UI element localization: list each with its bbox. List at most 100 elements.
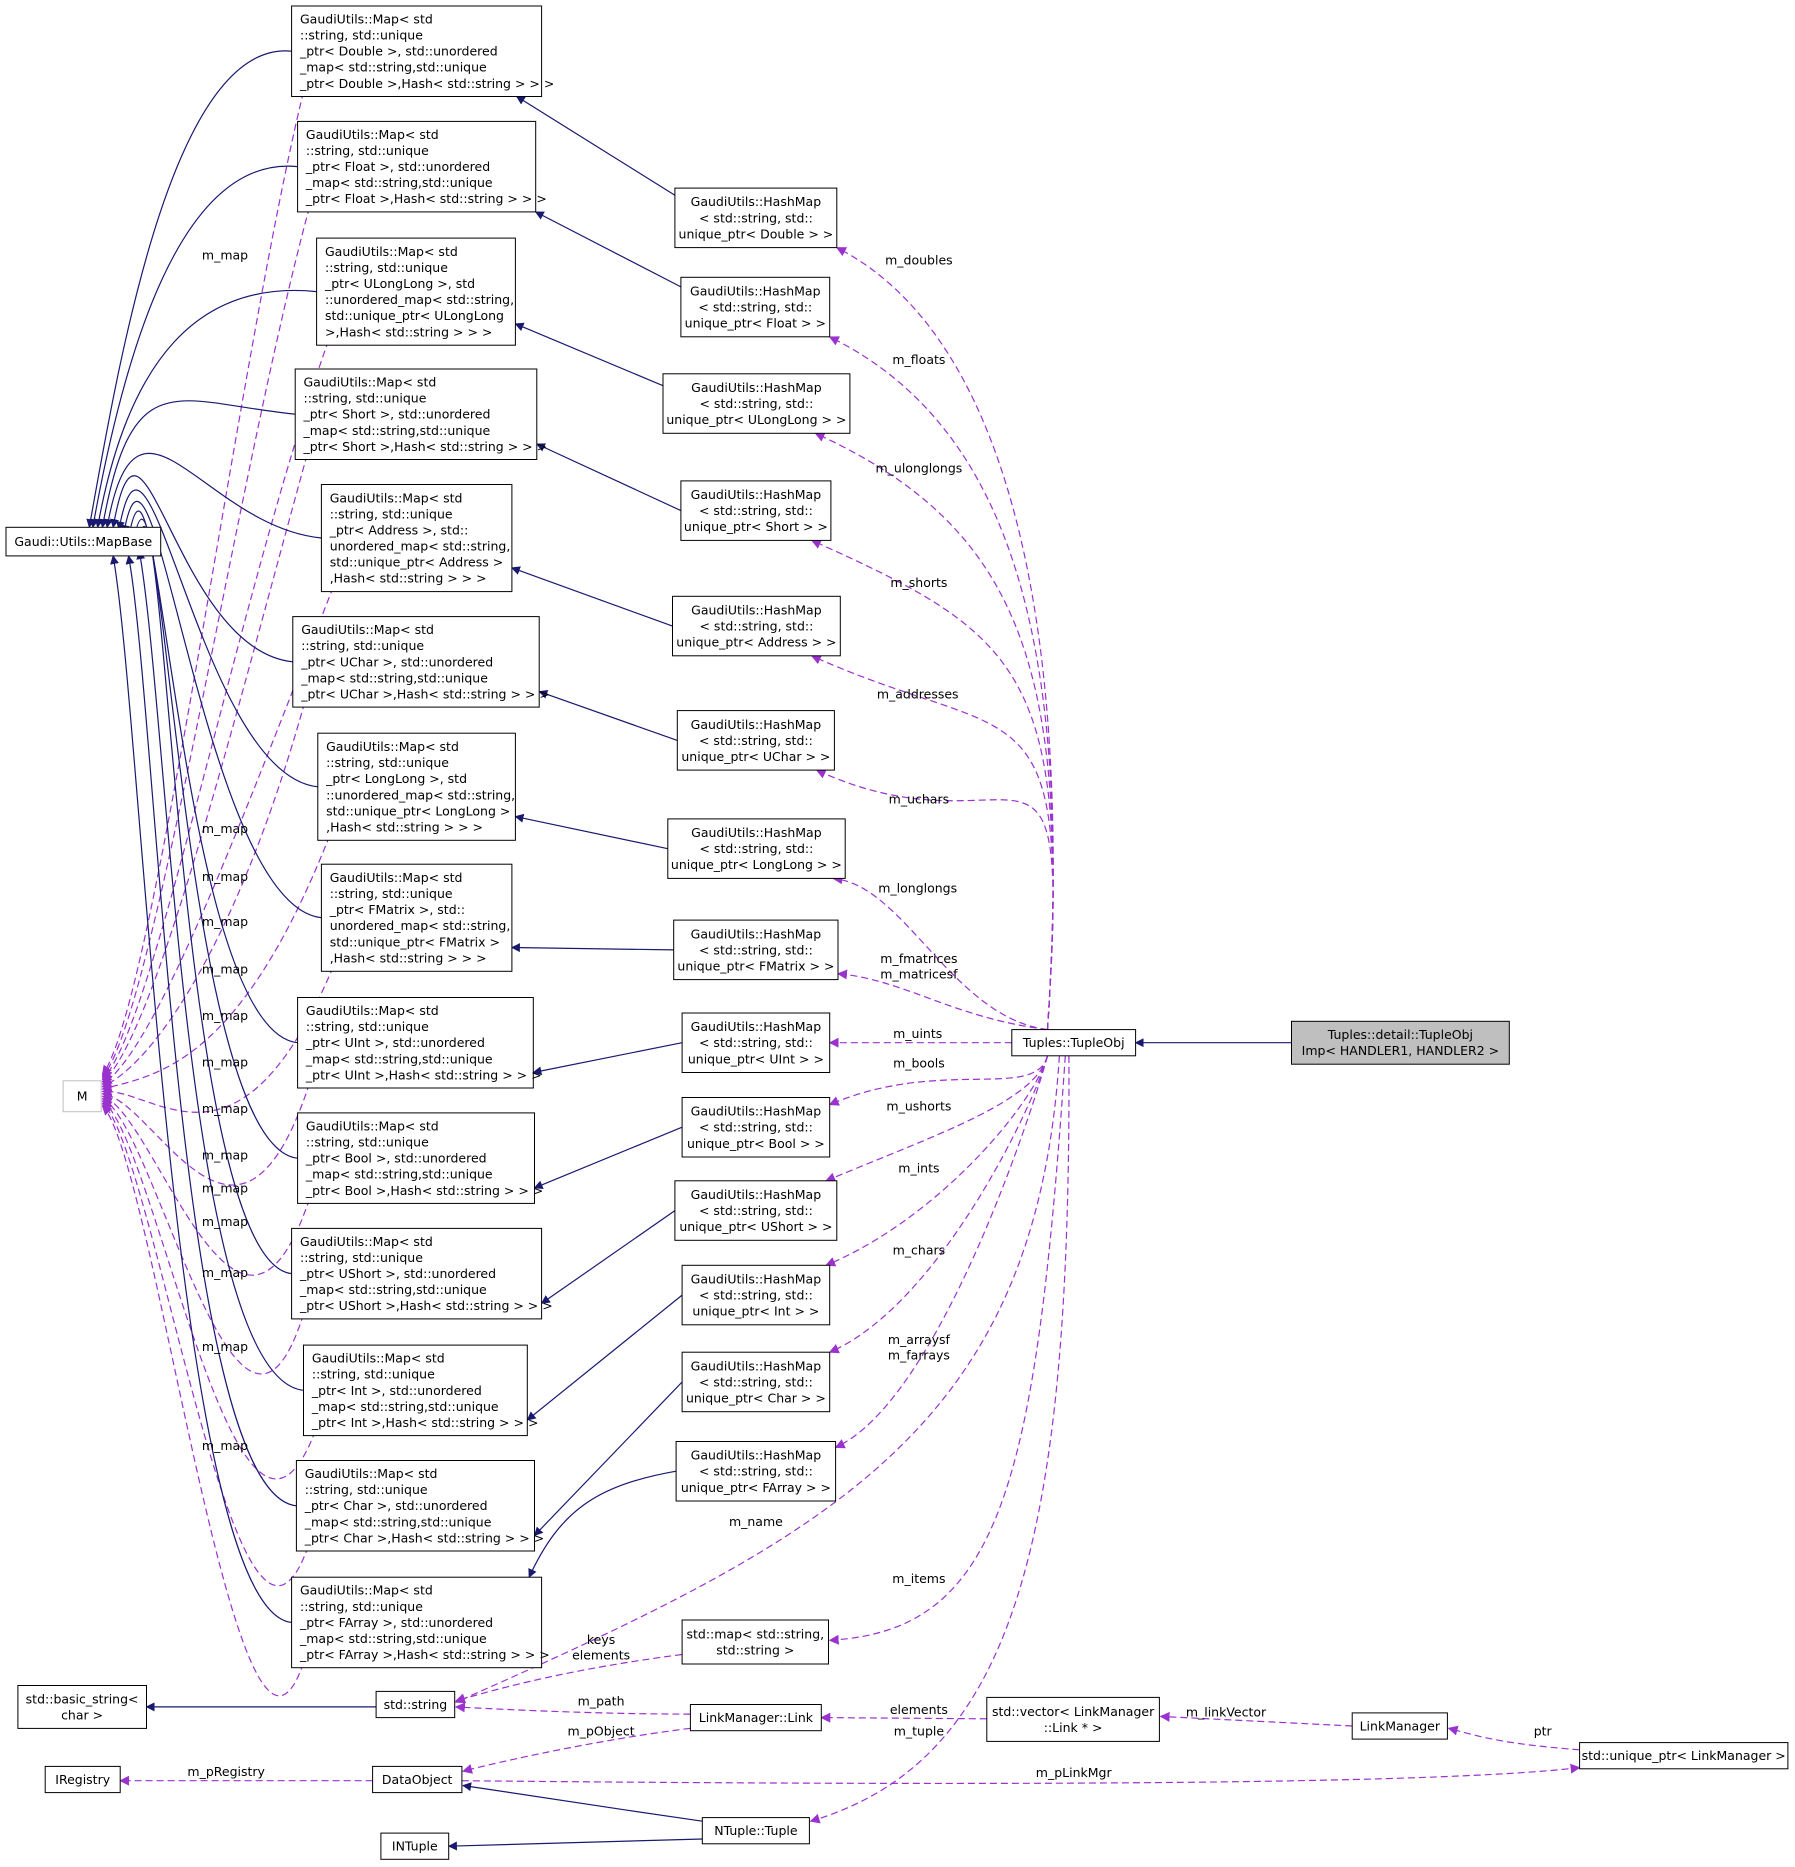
node-label-line: unique_ptr< Short > > <box>684 519 828 534</box>
node-ntuple-tuple[interactable]: NTuple::Tuple <box>701 1817 810 1845</box>
node-map-char[interactable]: GaudiUtils::Map< std::string, std::uniqu… <box>295 1460 544 1552</box>
node-box <box>681 1264 831 1326</box>
node-map-ulonglong[interactable]: GaudiUtils::Map< std::string, std::uniqu… <box>316 237 516 346</box>
node-label-line: _ptr< Double >, std::unordered <box>299 44 498 59</box>
node-label-line: _ptr< UInt >, std::unordered <box>305 1035 485 1050</box>
node-dataobject[interactable]: DataObject <box>372 1765 463 1794</box>
usage-edge-to-m <box>101 1100 316 1480</box>
node-hm-short[interactable]: GaudiUtils::HashMap< std::string, std::u… <box>680 480 832 541</box>
edge-label-m-uints: m_uints <box>893 1026 942 1041</box>
node-box <box>380 1832 450 1860</box>
node-hm-address[interactable]: GaudiUtils::HashMap< std::string, std::u… <box>672 595 841 657</box>
node-label-line: ::string, std::unique <box>300 1250 423 1265</box>
node-label-line: ::string, std::unique <box>304 391 427 406</box>
edge-label-m-shorts: m_shorts <box>890 575 947 590</box>
node-label-line: GaudiUtils::Map< std <box>325 244 458 259</box>
usage-edge-to-m <box>101 966 334 1113</box>
node-std-map[interactable]: std::map< std::string,std::string > <box>681 1619 829 1665</box>
node-box <box>675 1441 837 1502</box>
node-map-int[interactable]: GaudiUtils::Map< std::string, std::uniqu… <box>303 1344 539 1437</box>
node-label-line: >,Hash< std::string > > > <box>325 324 492 339</box>
node-label-line: GaudiUtils::HashMap <box>691 1104 822 1119</box>
node-label-line: unique_ptr< UShort > > <box>679 1219 832 1234</box>
node-box <box>676 710 835 771</box>
node-vector-link[interactable]: std::vector< LinkManager::Link * > <box>986 1696 1160 1742</box>
node-hm-farray[interactable]: GaudiUtils::HashMap< std::string, std::u… <box>675 1441 837 1502</box>
node-hm-ushort[interactable]: GaudiUtils::HashMap< std::string, std::u… <box>674 1180 838 1241</box>
node-label-line: unique_ptr< UInt > > <box>688 1051 824 1066</box>
edge-label-m-bools: m_bools <box>893 1056 945 1071</box>
node-map-uchar[interactable]: GaudiUtils::Map< std::string, std::uniqu… <box>292 616 550 708</box>
node-label-line: ,Hash< std::string > > > <box>326 819 483 834</box>
node-box <box>672 595 841 657</box>
node-hm-longlong[interactable]: GaudiUtils::HashMap< std::string, std::u… <box>667 818 846 879</box>
node-label-line: GaudiUtils::HashMap <box>691 487 822 502</box>
node-map-ushort[interactable]: GaudiUtils::Map< std::string, std::uniqu… <box>291 1227 553 1320</box>
node-hm-uint[interactable]: GaudiUtils::HashMap< std::string, std::u… <box>681 1012 831 1073</box>
usage-edge <box>828 1055 1066 1645</box>
node-label-line: _ptr< UShort >, std::unordered <box>299 1266 496 1281</box>
node-label-line: _ptr< Double >,Hash< std::string > > > <box>299 76 554 91</box>
node-label-line: _map< std::string,std::unique <box>303 423 491 438</box>
node-unique-lm[interactable]: std::unique_ptr< LinkManager > <box>1579 1742 1789 1770</box>
node-box <box>294 368 538 460</box>
inheritance-edges <box>86 50 1292 1851</box>
node-hm-bool[interactable]: GaudiUtils::HashMap< std::string, std::u… <box>681 1097 831 1158</box>
node-tupleobj[interactable]: Tuples::TupleObj <box>1011 1029 1137 1057</box>
node-label-line: Tuples::TupleObj <box>1022 1035 1125 1050</box>
node-map-bool[interactable]: GaudiUtils::Map< std::string, std::uniqu… <box>297 1112 544 1204</box>
node-label-line: ::string, std::unique <box>326 755 449 770</box>
node-map-farray[interactable]: GaudiUtils::Map< std::string, std::uniqu… <box>291 1576 550 1669</box>
node-label-line: ,Hash< std::string > > > <box>330 950 487 965</box>
node-label-line: unique_ptr< Int > > <box>692 1304 819 1319</box>
node-label-line: GaudiUtils::Map< std <box>330 870 463 885</box>
node-basic-string[interactable]: std::basic_string<char > <box>17 1685 148 1729</box>
inheritance-edge-to-mapbase <box>116 489 318 788</box>
node-hm-uchar[interactable]: GaudiUtils::HashMap< std::string, std::u… <box>676 710 835 771</box>
node-map-uint[interactable]: GaudiUtils::Map< std::string, std::uniqu… <box>297 997 542 1089</box>
node-hm-int[interactable]: GaudiUtils::HashMap< std::string, std::u… <box>681 1264 831 1326</box>
node-map-longlong[interactable]: GaudiUtils::Map< std::string, std::uniqu… <box>317 732 516 841</box>
edge-label-m-map: m_map <box>202 1438 248 1453</box>
node-label-line: < std::string, std:: <box>698 300 812 315</box>
inheritance-edge-to-mapbase <box>130 518 298 1159</box>
node-lm-link[interactable]: LinkManager::Link <box>689 1704 822 1732</box>
node-box <box>316 237 516 346</box>
node-hm-fmatrix[interactable]: GaudiUtils::HashMap< std::string, std::u… <box>673 919 839 981</box>
node-map-double[interactable]: GaudiUtils::Map< std::string, std::uniqu… <box>291 5 555 97</box>
node-map-fmatrix[interactable]: GaudiUtils::Map< std::string, std::uniqu… <box>320 863 513 972</box>
usage-edges <box>101 91 1581 1824</box>
node-mapbase[interactable]: Gaudi::Utils::MapBase <box>5 526 162 557</box>
node-label-line: GaudiUtils::Map< std <box>330 490 463 505</box>
node-label-line: ::string, std::unique <box>300 28 423 43</box>
inheritance-edge-to-mapbase <box>104 452 322 539</box>
node-linkmanager[interactable]: LinkManager <box>1351 1712 1448 1740</box>
node-hm-double[interactable]: GaudiUtils::HashMap< std::string, std::u… <box>674 187 838 249</box>
node-label-line: _ptr< Bool >, std::unordered <box>305 1151 487 1166</box>
node-map-float[interactable]: GaudiUtils::Map< std::string, std::uniqu… <box>297 120 547 213</box>
node-map-short[interactable]: GaudiUtils::Map< std::string, std::uniqu… <box>294 368 547 460</box>
node-label-line: std::unique_ptr< ULongLong <box>325 308 504 323</box>
node-m[interactable]: M <box>62 1080 102 1113</box>
node-intuple[interactable]: INTuple <box>380 1832 450 1860</box>
node-std-string[interactable]: std::string <box>375 1690 456 1719</box>
node-label-line: ::string, std::unique <box>301 638 424 653</box>
node-box <box>297 1112 535 1204</box>
node-hm-char[interactable]: GaudiUtils::HashMap< std::string, std::u… <box>681 1351 831 1413</box>
node-hm-float[interactable]: GaudiUtils::HashMap< std::string, std::u… <box>680 276 831 338</box>
node-map-address[interactable]: GaudiUtils::Map< std::string, std::uniqu… <box>320 484 513 593</box>
node-box <box>297 997 534 1089</box>
node-hm-ulonglong[interactable]: GaudiUtils::HashMap< std::string, std::u… <box>662 373 851 434</box>
node-label-line: < std::string, std:: <box>699 1288 813 1303</box>
node-label-line: _ptr< UShort >,Hash< std::string > > > <box>299 1298 553 1313</box>
node-label-line: unique_ptr< Bool > > <box>687 1136 825 1151</box>
node-label-line: _ptr< LongLong >, std <box>325 771 467 786</box>
usage-edge <box>832 874 1048 1031</box>
node-iregistry[interactable]: IRegistry <box>44 1765 121 1794</box>
edge-label-m-tuple: m_tuple <box>894 1724 945 1739</box>
edge-label-m-map: m_map <box>202 248 248 263</box>
node-label-line: _ptr< Short >, std::unordered <box>303 407 491 422</box>
node-label-line: GaudiUtils::HashMap <box>691 603 822 618</box>
